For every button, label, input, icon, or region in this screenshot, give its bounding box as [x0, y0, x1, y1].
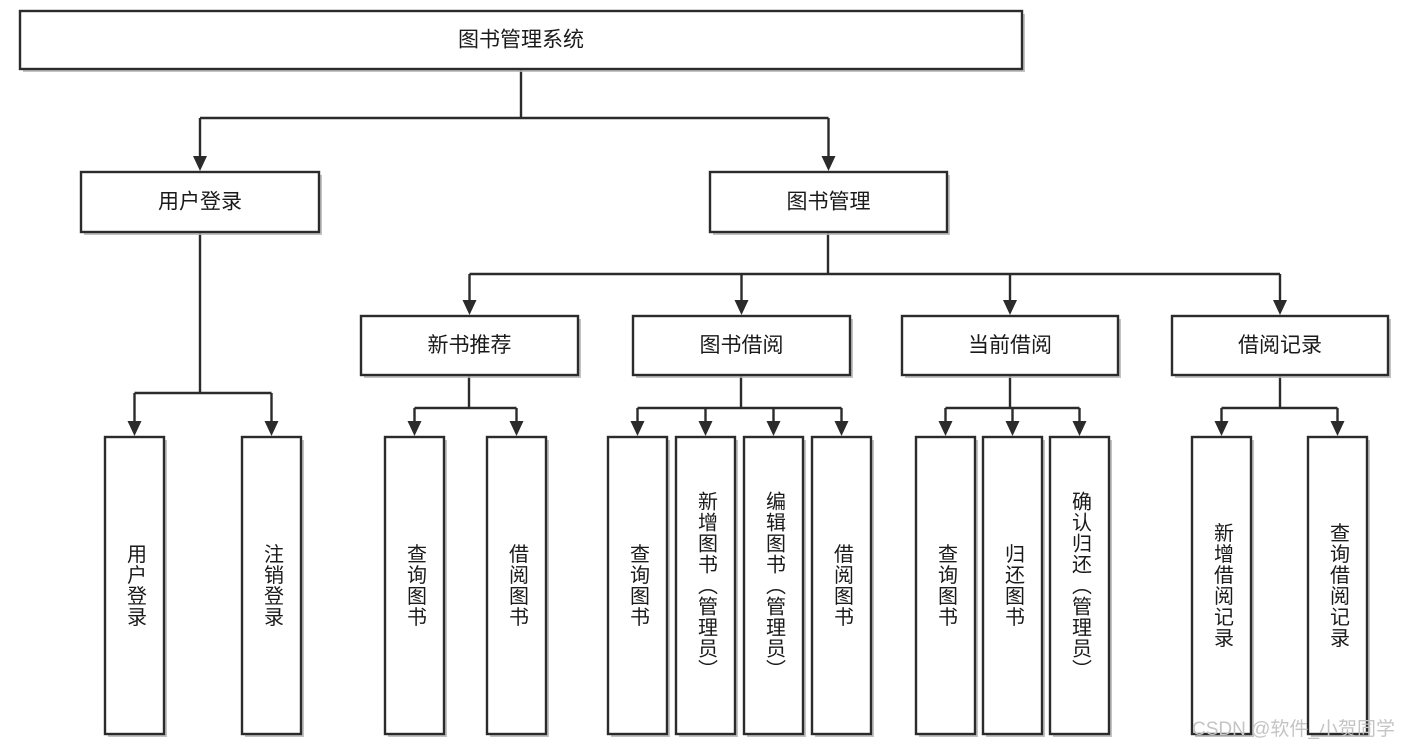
node-box: [18, 9, 1024, 71]
node-box: [900, 314, 1120, 377]
node-box: [103, 435, 166, 736]
node-leaf-borrow-book-rec[interactable]: 借阅图书: [485, 435, 549, 737]
node-box: [631, 314, 852, 377]
node-label: 新增借阅记录: [1211, 522, 1234, 648]
node-label: 查询借阅记录: [1327, 522, 1350, 648]
node-box: [606, 435, 669, 736]
node-leaf-add-record[interactable]: 新增借阅记录: [1190, 435, 1254, 737]
connector-user-login: [127, 232, 279, 436]
node-borrow-record[interactable]: 借阅记录: [1170, 314, 1391, 378]
arrow-head-icon: [834, 421, 849, 436]
node-leaf-query-book-rec[interactable]: 查询图书: [383, 435, 447, 737]
arrow-head-icon: [1003, 300, 1017, 315]
node-layer: 图书管理系统用户登录图书管理新书推荐图书借阅当前借阅借阅记录用户登录注销登录查询…: [18, 9, 1391, 737]
node-box: [981, 435, 1044, 736]
node-box: [1190, 435, 1253, 736]
node-box: [810, 435, 873, 736]
node-leaf-confirm-return[interactable]: 确认归还（管理员）: [1048, 435, 1112, 737]
node-label: 注销登录: [261, 543, 284, 627]
node-label: 查询图书: [935, 543, 958, 627]
arrow-head-icon: [1005, 421, 1020, 436]
node-label: 借阅图书: [506, 543, 529, 627]
arrow-head-icon: [766, 421, 781, 436]
node-box: [708, 170, 949, 234]
node-box: [79, 170, 321, 234]
arrow-head-icon: [1330, 421, 1345, 436]
node-leaf-query-book-cur[interactable]: 查询图书: [914, 435, 978, 737]
connector-book-borrow: [630, 375, 849, 436]
node-label: 编辑图书（管理员）: [763, 491, 786, 680]
node-label: 图书管理: [787, 191, 871, 214]
node-box: [1306, 435, 1369, 736]
node-user-login[interactable]: 用户登录: [79, 170, 322, 235]
arrow-head-icon: [821, 156, 836, 171]
connector-book-manage: [462, 232, 1287, 315]
node-label: 用户登录: [124, 544, 147, 628]
node-book-manage[interactable]: 图书管理: [708, 170, 950, 235]
node-label: 图书借阅: [700, 334, 784, 357]
node-root[interactable]: 图书管理系统: [18, 9, 1025, 72]
node-box: [383, 435, 446, 736]
node-leaf-logout[interactable]: 注销登录: [240, 435, 304, 737]
node-box: [742, 435, 805, 736]
node-new-book-rec[interactable]: 新书推荐: [359, 314, 581, 378]
node-label: 当前借阅: [968, 334, 1052, 357]
node-label: 借阅图书: [831, 543, 854, 627]
node-label: 新增图书（管理员）: [695, 491, 718, 680]
arrow-head-icon: [1214, 421, 1229, 436]
arrow-head-icon: [264, 421, 279, 436]
node-label: 查询图书: [627, 543, 650, 627]
node-leaf-edit-book[interactable]: 编辑图书（管理员）: [742, 435, 806, 737]
node-box: [674, 435, 737, 736]
arrow-head-icon: [509, 421, 524, 436]
connector-borrow-record: [1214, 375, 1345, 436]
watermark: CSDN @软件_小贺同学: [1192, 719, 1395, 740]
arrow-head-icon: [407, 421, 422, 436]
node-current-borrow[interactable]: 当前借阅: [900, 314, 1121, 378]
node-leaf-add-book[interactable]: 新增图书（管理员）: [674, 435, 738, 737]
node-label: 查询图书: [404, 543, 427, 627]
node-box: [914, 435, 977, 736]
arrow-head-icon: [1273, 300, 1287, 315]
connector-root: [193, 69, 836, 171]
arrow-head-icon: [1072, 421, 1087, 436]
node-label: 归还图书: [1002, 543, 1025, 627]
connector-layer: [127, 69, 1345, 436]
node-leaf-return-book[interactable]: 归还图书: [981, 435, 1045, 737]
arrow-head-icon: [938, 421, 953, 436]
node-box: [1170, 314, 1390, 377]
arrow-head-icon: [698, 421, 713, 436]
node-label: 图书管理系统: [458, 29, 584, 52]
node-book-borrow[interactable]: 图书借阅: [631, 314, 853, 378]
arrow-head-icon: [193, 156, 207, 171]
node-box: [1048, 435, 1111, 736]
node-label: 用户登录: [158, 191, 242, 214]
arrow-head-icon: [462, 300, 477, 315]
arrow-head-icon: [127, 421, 142, 436]
connector-new-book-rec: [407, 375, 524, 436]
node-box: [485, 435, 548, 736]
node-label: 借阅记录: [1238, 334, 1322, 357]
node-leaf-query-record[interactable]: 查询借阅记录: [1306, 435, 1370, 737]
connector-current-borrow: [938, 375, 1087, 436]
arrow-head-icon: [734, 300, 749, 315]
node-leaf-query-book-bor[interactable]: 查询图书: [606, 435, 670, 737]
arrow-head-icon: [630, 421, 645, 436]
node-box: [240, 435, 303, 736]
node-box: [359, 314, 580, 377]
node-label: 确认归还（管理员）: [1069, 491, 1092, 680]
node-leaf-user-login[interactable]: 用户登录: [103, 435, 167, 737]
node-leaf-borrow-book[interactable]: 借阅图书: [810, 435, 874, 737]
node-label: 新书推荐: [428, 334, 512, 357]
